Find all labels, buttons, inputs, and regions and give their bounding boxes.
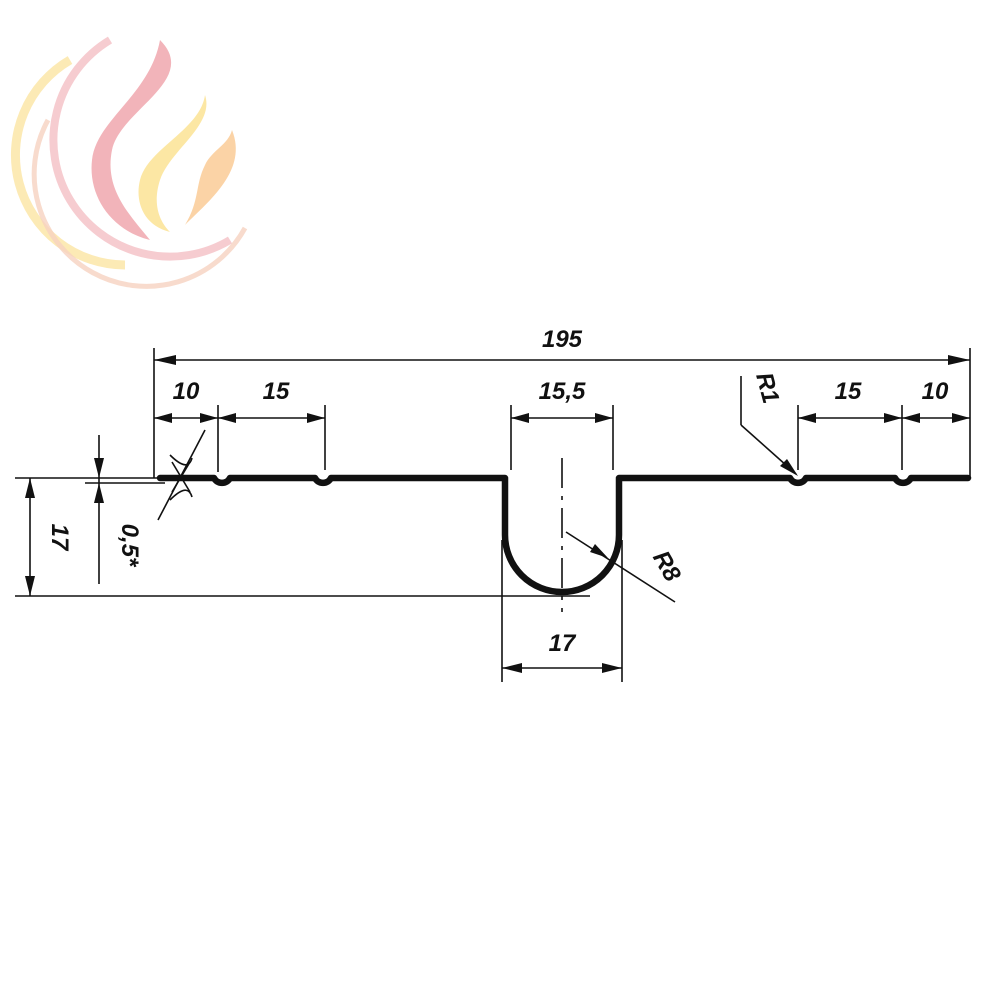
right-groove-spacing-label: 15	[835, 378, 862, 405]
channel-radius-label: R8	[647, 546, 686, 587]
dim-total-height: 17	[25, 478, 73, 596]
channel-inner-width-label: 15,5	[539, 378, 586, 405]
dim-sheet-thickness: 0,5*	[94, 435, 143, 584]
sheet-thickness-label: 0,5*	[116, 524, 143, 568]
total-height-label: 17	[46, 524, 73, 552]
overall-width-label: 195	[542, 326, 583, 353]
sheet-profile	[156, 474, 972, 596]
dim-right-spacings: 15 10	[798, 378, 970, 423]
dim-left-spacings: 10 15	[154, 378, 325, 423]
dim-channel-outer-width: 17	[502, 630, 622, 673]
groove-radius-label: R1	[750, 370, 784, 407]
dim-groove-radius: R1	[740, 370, 798, 476]
left-edge-spacing-label: 10	[173, 378, 200, 405]
hem-fold-symbol	[157, 429, 206, 521]
right-edge-spacing-label: 10	[922, 378, 949, 405]
flame-logo-icon	[10, 36, 248, 289]
channel-outer-width-label: 17	[549, 630, 577, 657]
dim-channel-inner-width: 15,5	[511, 378, 613, 423]
extension-lines	[15, 348, 971, 682]
dim-channel-radius: R8	[565, 531, 686, 603]
left-groove-spacing-label: 15	[263, 378, 290, 405]
dim-overall-width: 195	[154, 326, 970, 365]
